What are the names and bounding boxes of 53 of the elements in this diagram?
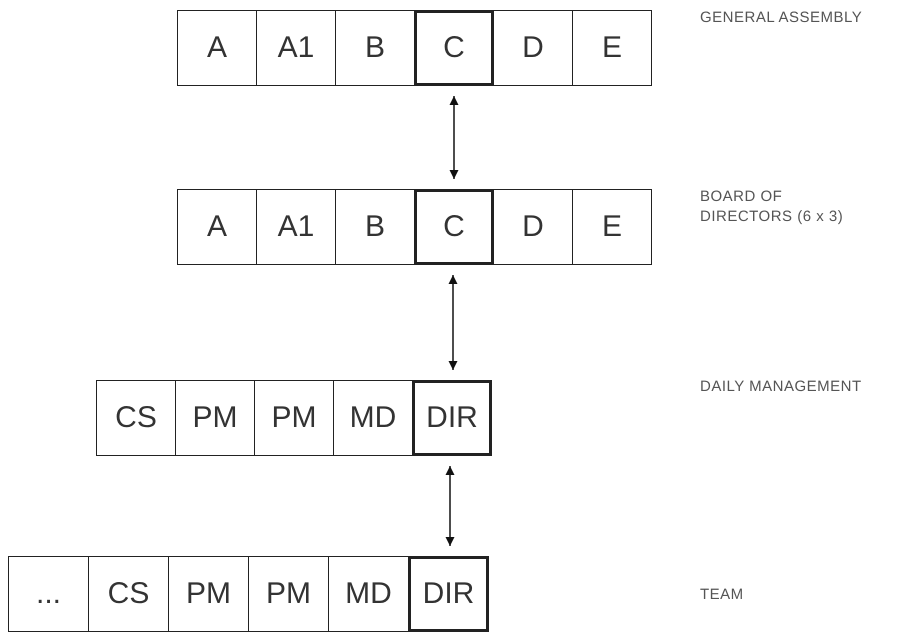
role-code: D: [522, 31, 544, 65]
role-code: D: [522, 210, 544, 244]
role-box: [335, 189, 415, 265]
role-code: PM: [272, 401, 316, 435]
role-box: [412, 380, 492, 456]
role-code: E: [602, 31, 622, 65]
role-box: [572, 10, 652, 86]
role-code: MD: [350, 401, 396, 435]
level-label: GENERAL ASSEMBLY: [700, 8, 864, 28]
role-box: [248, 556, 329, 632]
level-label: TEAM: [700, 585, 745, 605]
role-box: [177, 10, 257, 86]
role-box: [256, 10, 336, 86]
role-box: [88, 556, 169, 632]
double-arrow: [450, 96, 458, 179]
role-box: [168, 556, 249, 632]
level-label: DAILY MANAGEMENT: [700, 377, 863, 397]
role-box: [408, 556, 489, 632]
role-code: ...: [36, 577, 61, 611]
role-code: E: [602, 210, 622, 244]
role-code: MD: [345, 577, 392, 611]
role-box: [177, 189, 257, 265]
role-box: [335, 10, 415, 86]
role-box: [572, 189, 652, 265]
role-code: CS: [115, 401, 157, 435]
role-code: C: [443, 31, 465, 65]
role-box: [328, 556, 409, 632]
role-box: [254, 380, 334, 456]
double-arrow: [448, 275, 458, 370]
role-box: [493, 189, 573, 265]
role-code: B: [364, 210, 385, 244]
role-code: DIR: [422, 577, 474, 611]
role-code: PM: [266, 577, 311, 611]
level-label: BOARD OF DIRECTORS (6 x 3): [700, 187, 844, 227]
role-box: [96, 380, 176, 456]
role-code: CS: [108, 577, 150, 611]
role-code: A: [206, 210, 227, 244]
role-code: A: [206, 31, 227, 65]
role-code: PM: [192, 401, 238, 435]
role-code: B: [364, 31, 385, 65]
role-box: [256, 189, 336, 265]
role-code: DIR: [426, 401, 478, 435]
role-box: [175, 380, 255, 456]
role-box: [414, 189, 494, 265]
role-code: A1: [278, 210, 314, 244]
role-box: [493, 10, 573, 86]
role-box: [8, 556, 89, 632]
role-code: A1: [278, 31, 314, 65]
role-code: C: [443, 210, 465, 244]
double-arrow: [446, 466, 454, 546]
role-code: PM: [186, 577, 231, 611]
role-box: [333, 380, 413, 456]
role-box: [414, 10, 494, 86]
